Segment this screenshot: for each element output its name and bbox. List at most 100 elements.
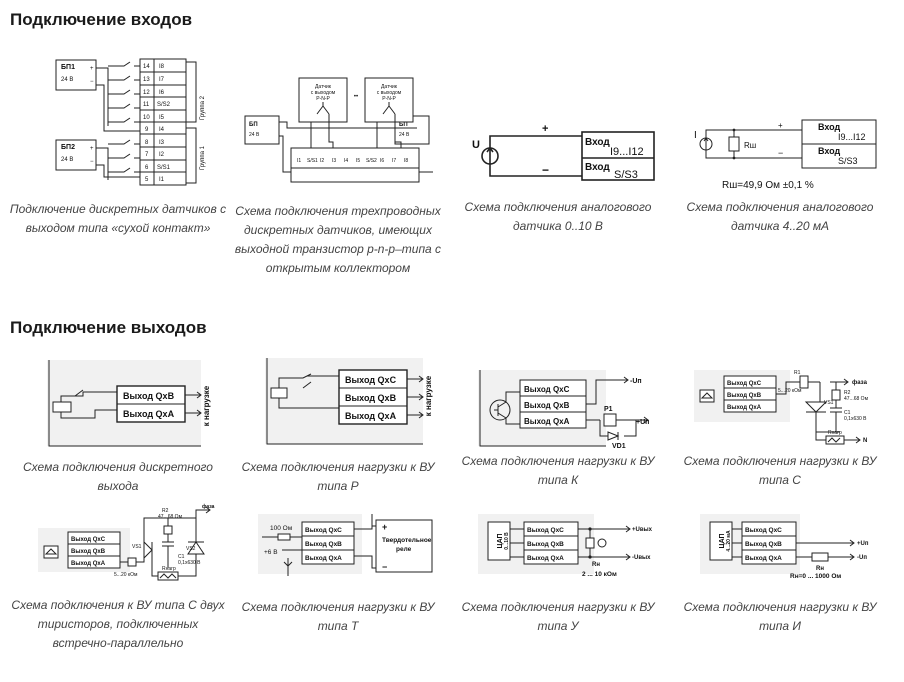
svg-text:I7: I7 [392,158,396,164]
terminal-num: 7 [145,152,149,158]
svg-text:−: − [382,562,387,572]
svg-text:Rнагр: Rнагр [828,430,842,436]
svg-text:C1: C1 [844,410,851,416]
type-k-diagram: Выход QхC Выход QхB Выход QхA -Uп +Uп Р1… [478,370,649,450]
svg-text:с выходом: с выходом [311,90,336,96]
svg-text:Выход QхA: Выход QхA [727,405,762,411]
type-r-diagram: Выход QхC Выход QхB Выход QхA к нагрузке [265,358,433,445]
svg-text:S/S2: S/S2 [366,158,377,164]
svg-text:с выходом: с выходом [377,90,402,96]
caption-type-s-thyristors: Схема подключения к ВУ типа С двух тирис… [11,598,225,650]
ps-voltage: 24 В [249,132,260,138]
svg-text:Выход QхB: Выход QхB [71,549,106,555]
output-diagram-type-u: ЦАП 0...10 В Выход QхC Выход QхB Выход Q… [448,506,668,636]
caption-type-u: Схема подключения нагрузки к ВУ типа У [461,600,655,633]
svg-text:−: − [778,148,783,158]
svg-text:VS1: VS1 [824,400,834,406]
svg-text:−: − [542,163,549,177]
svg-text:5...20 кОм: 5...20 кОм [114,572,138,578]
inputs-section-title: Подключение входов [10,10,193,29]
svg-text:фаза: фаза [202,503,215,510]
dry-contact-wiring [96,61,197,184]
terminal-name: I6 [159,90,165,96]
svg-text:-Uп: -Uп [630,378,642,385]
svg-text:I6: I6 [380,158,384,164]
svg-text:100 Ом: 100 Ом [270,525,293,532]
caption-discrete: Схема подключения дискретного выхода [23,460,213,493]
svg-text:+Uвых: +Uвых [632,527,653,533]
ps-label-right: БП [399,122,408,128]
svg-text:+Uп: +Uп [636,419,649,426]
ps2-label: БП2 [61,144,75,151]
svg-text:S/S3: S/S3 [838,156,858,166]
svg-text:Выход QхC: Выход QхC [345,375,397,385]
ps1-label: БП1 [61,64,75,71]
svg-text:+6 В: +6 В [264,549,278,556]
svg-text:+: + [778,121,783,130]
terminal-num: 13 [143,77,150,83]
svg-text:+Uп: +Uп [857,541,869,547]
caption-type-k: Схема подключения нагрузки к ВУ типа К [461,454,655,487]
svg-text:Выход QхB: Выход QхB [727,393,762,399]
input-diagram-current: I Rш + − Вход I9...I12 Вход S/S3 Rш=49,9… [670,118,890,236]
svg-text:Выход QхB: Выход QхB [524,401,570,410]
terminal-name: I2 [159,152,165,158]
svg-text:0...10 В: 0...10 В [504,532,510,550]
svg-text:I4: I4 [344,158,348,164]
group-2-label: Группа 2 [200,95,206,120]
pnp-diagram: БП 24 В БП 24 В Датчик с выходом P-N-P Д… [244,77,433,183]
svg-text:4...20 мА: 4...20 мА [726,530,732,552]
ps-voltage-right: 24 В [399,132,410,138]
current-input-diagram: I Rш + − Вход I9...I12 Вход S/S3 Rш=49,9… [694,119,877,191]
output-diagram-type-r: Выход QхC Выход QхB Выход QхA к нагрузке… [228,356,448,496]
svg-text:ЦАП: ЦАП [719,533,726,548]
caption-current: Схема подключения аналогового датчика 4.… [686,200,874,233]
svg-text:I9...I12: I9...I12 [838,132,866,142]
terminal-num: 5 [145,177,149,183]
ps1-plus: + [90,66,94,72]
svg-text:Выход QхC: Выход QхC [727,381,762,387]
terminal-num: 6 [145,165,149,171]
svg-text:P-N-P: P-N-P [382,96,396,102]
svg-text:ЦАП: ЦАП [497,533,504,548]
terminal-num: 11 [143,102,150,108]
svg-text:Выход QхA: Выход QхA [524,417,570,426]
terminal-name: S/S1 [157,165,171,171]
terminal-name: I5 [159,115,165,121]
ps2-minus: − [90,159,94,165]
svg-text:Выход QхA: Выход QхA [527,555,564,562]
caption-voltage: Схема подключения аналогового датчика 0.… [464,200,652,233]
caption-dry-contact: Подключение дискретных датчиков с выходо… [9,202,227,235]
terminal-num: 10 [143,115,150,121]
svg-text:Выход QхC: Выход QхC [305,527,342,534]
terminal-num: 8 [145,140,149,146]
svg-text:Выход QхA: Выход QхA [305,555,342,562]
svg-text:47...68 Ом: 47...68 Ом [158,514,183,520]
terminal-num: 12 [143,90,150,96]
output-diagram-type-s-two-thyristors: Выход QхC Выход QхB Выход QхA 5...20 кОм… [8,502,228,653]
power-supply-1 [55,59,97,91]
svg-text:Вход: Вход [585,162,610,173]
caption-type-i: Схема подключения нагрузки к ВУ типа И [683,600,877,633]
type-s-thyristors-diagram: Выход QхC Выход QхB Выход QхA 5...20 кОм… [38,503,215,581]
svg-text:Выход QхC: Выход QхC [524,385,570,394]
svg-text:47...68 Ом: 47...68 Ом [844,396,869,402]
outputs-section-title: Подключение выходов [10,318,207,337]
terminal-num: 14 [143,64,150,70]
svg-text:I3: I3 [332,158,336,164]
svg-text:Выход QхC: Выход QхC [745,527,782,534]
svg-text:Rн: Rн [592,562,600,568]
type-s-diagram: Выход QхC Выход QхB Выход QхA R1 5...20 … [694,370,869,445]
svg-text:Вход: Вход [585,137,610,148]
svg-text:Выход QхB: Выход QхB [527,541,564,548]
caption-type-s: Схема подключения нагрузки к ВУ типа С [683,454,877,487]
type-t-diagram: Выход QхC Выход QхB Выход QхA 100 Ом +6 … [258,514,433,576]
input-diagram-pnp: БП 24 В БП 24 В Датчик с выходом P-N-P Д… [228,72,448,278]
svg-text:I1: I1 [297,158,301,164]
svg-text:Твердотельное: Твердотельное [382,537,432,544]
svg-text:R1: R1 [794,370,801,376]
terminal-name: I7 [159,77,165,83]
svg-text:Выход QхB: Выход QхB [123,391,175,401]
svg-text:VS2: VS2 [186,546,196,552]
type-i-diagram: ЦАП 4...20 мА Выход QхC Выход QхB Выход … [700,514,869,580]
